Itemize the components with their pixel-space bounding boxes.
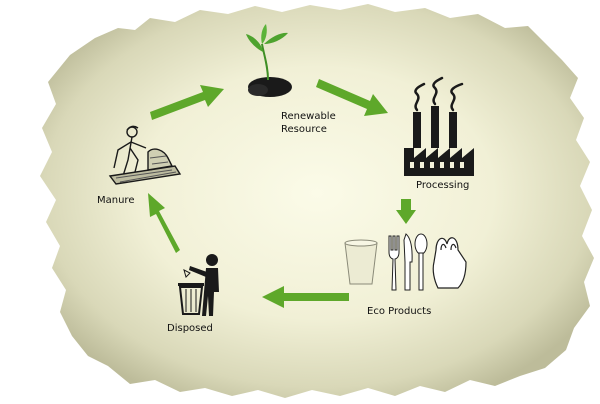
- factory-icon: [404, 106, 474, 176]
- arrow-disposed-to-manure: [148, 193, 180, 253]
- arrow-eco-to-disposed: [262, 286, 349, 308]
- farmer-compost-icon: [108, 125, 182, 185]
- spoon-icon: [414, 233, 428, 291]
- trash-bin-icon: [178, 283, 204, 315]
- flow-arrows: [148, 79, 416, 308]
- stage-label-manure: Manure: [97, 195, 135, 206]
- plastic-bag-icon: [432, 237, 467, 289]
- stage-label-processing: Processing: [416, 180, 470, 191]
- fork-icon: [388, 235, 400, 291]
- arrow-manure-to-renewable: [150, 85, 224, 120]
- stage-label-renewable-resource: Renewable Resource: [281, 110, 361, 136]
- eco-products-icon: [344, 233, 467, 291]
- sprout-in-soil-icon: [246, 24, 292, 97]
- knife-icon: [403, 233, 413, 291]
- paper-cup-icon: [344, 242, 378, 285]
- smoke-icon: [414, 76, 464, 112]
- stage-label-renewable-line2: Resource: [281, 124, 327, 135]
- stage-label-eco-products: Eco Products: [367, 306, 432, 317]
- person-trash-bin-icon: [178, 254, 219, 316]
- arrow-renewable-to-processing: [316, 79, 388, 116]
- arrow-processing-to-eco: [396, 199, 416, 224]
- stage-label-disposed: Disposed: [167, 323, 213, 334]
- stage-label-renewable-line1: Renewable: [281, 111, 336, 122]
